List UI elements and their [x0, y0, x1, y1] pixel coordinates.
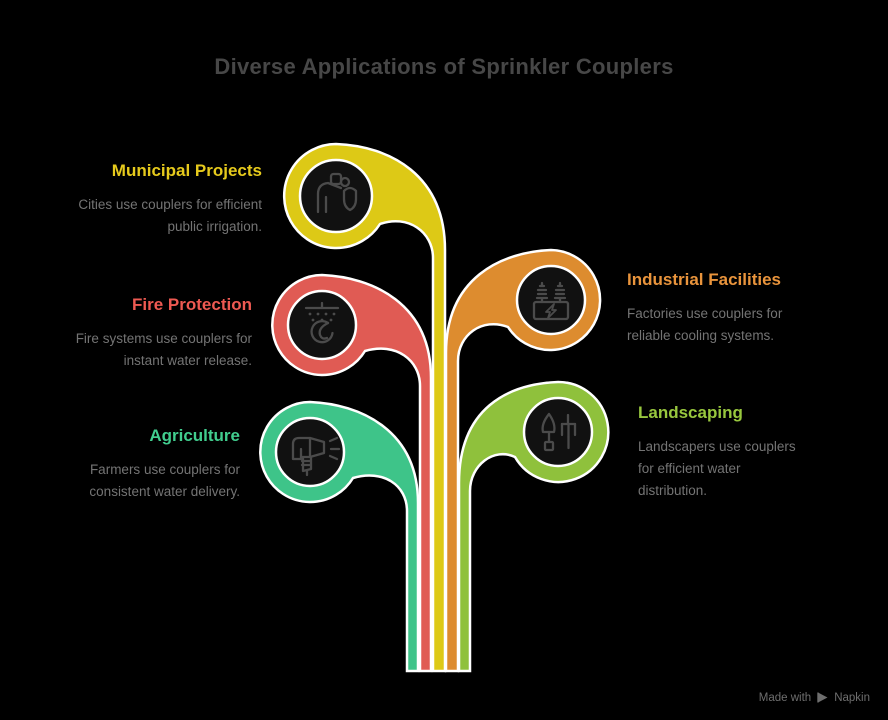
drinking-fountain-icon	[316, 172, 358, 214]
label-block-industrial: Industrial Facilities Factories use coup…	[627, 270, 817, 347]
branch-fire	[271, 273, 433, 673]
industrial-heading: Industrial Facilities	[627, 270, 781, 289]
watermark: Made with Napkin	[759, 691, 870, 704]
fire-heading: Fire Protection	[132, 295, 252, 314]
municipal-heading: Municipal Projects	[111, 161, 262, 180]
landscaping-heading: Landscaping	[638, 403, 743, 422]
agriculture-heading: Agriculture	[149, 426, 240, 445]
circle-landscaping	[522, 396, 594, 468]
page-title: Diverse Applications of Sprinkler Couple…	[214, 54, 674, 79]
landscaping-description: Landscapers use couplers for efficient w…	[638, 439, 796, 499]
circle-fire	[286, 289, 358, 361]
transformer-icon	[532, 281, 570, 321]
circle-industrial	[515, 264, 587, 336]
watermark-text: Made with	[758, 691, 812, 704]
municipal-description: Cities use couplers for efficient public…	[78, 197, 262, 235]
agriculture-description: Farmers use couplers for consistent wate…	[89, 462, 240, 500]
circle-municipal	[298, 158, 374, 234]
label-block-municipal: Municipal Projects Cities use couplers f…	[72, 161, 262, 238]
label-block-agriculture: Agriculture Farmers use couplers for con…	[50, 426, 240, 503]
industrial-description: Factories use couplers for reliable cool…	[627, 306, 783, 344]
spray-nozzle-icon	[291, 436, 341, 477]
garden-tools-icon	[541, 412, 577, 452]
watermark-brand: Napkin	[834, 691, 870, 704]
napkin-logo-icon	[817, 692, 828, 703]
fire-description: Fire systems use couplers for instant wa…	[75, 331, 252, 369]
fire-sprinkler-icon	[304, 301, 340, 344]
label-block-landscaping: Landscaping Landscapers use couplers for…	[638, 403, 810, 502]
label-block-fire: Fire Protection Fire systems use coupler…	[62, 295, 252, 372]
